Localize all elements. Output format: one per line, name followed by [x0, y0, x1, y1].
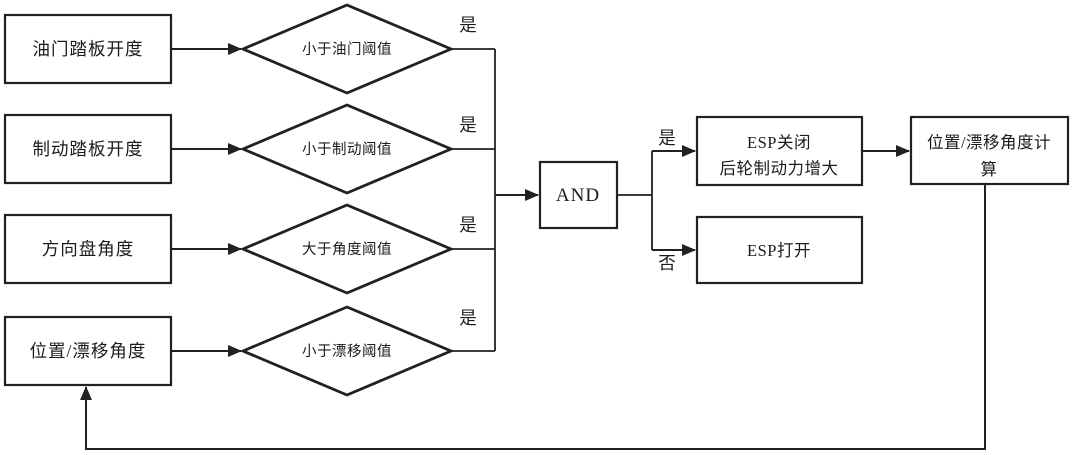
decision2-yes-label: 是: [459, 115, 477, 135]
decision-label-brake: 小于制动阈值: [302, 141, 392, 158]
decision-diamond-drift: [239, 305, 455, 397]
and-gate-label: AND: [556, 185, 600, 206]
decision-node-steering: 大于角度阈值 是: [239, 203, 477, 295]
connectors: [80, 43, 986, 450]
input-node-steering: 方向盘角度: [3, 213, 173, 285]
input-label-brake: 制动踏板开度: [33, 139, 144, 159]
input-node-throttle: 油门踏板开度: [3, 13, 173, 85]
and-gate-box: [538, 160, 619, 230]
and-no-label: 否: [658, 253, 676, 273]
decision-label-drift: 小于漂移阈值: [302, 343, 392, 360]
esp-on-node: ESP打开: [695, 215, 864, 285]
input-box-position: [3, 315, 173, 387]
decision-label-throttle: 小于油门阈值: [302, 41, 392, 58]
esp-on-box: [695, 215, 864, 285]
decision-diamond-steering: [239, 203, 455, 295]
decision-label-steering: 大于角度阈值: [302, 241, 392, 258]
esp-off-label-line2: 后轮制动力增大: [720, 159, 839, 178]
esp-on-label: ESP打开: [747, 241, 811, 260]
decision-node-throttle: 小于油门阈值 是: [239, 3, 477, 95]
edge-feedback-calc-to-input4: [80, 184, 986, 450]
input-node-brake: 制动踏板开度: [3, 113, 173, 185]
esp-off-box: [695, 115, 864, 187]
decision-node-brake: 小于制动阈值 是: [239, 103, 477, 195]
and-gate-node: AND 是 否: [538, 128, 676, 273]
position-calc-node: 位置/漂移角度计 算: [909, 115, 1070, 186]
esp-off-label-line1: ESP关闭: [747, 133, 811, 152]
decision-node-drift: 小于漂移阈值 是: [239, 305, 477, 397]
input-box-steering: [3, 213, 173, 285]
decision1-yes-label: 是: [459, 15, 477, 35]
input-label-position: 位置/漂移角度: [30, 341, 147, 361]
and-yes-label: 是: [658, 128, 676, 148]
input-node-position: 位置/漂移角度: [3, 315, 173, 387]
input-box-brake: [3, 113, 173, 185]
esp-off-node: ESP关闭 后轮制动力增大: [695, 115, 864, 187]
input-label-throttle: 油门踏板开度: [33, 39, 144, 59]
position-calc-label-line2: 算: [981, 160, 998, 179]
input-label-steering: 方向盘角度: [42, 239, 135, 259]
position-calc-label-line1: 位置/漂移角度计: [927, 133, 1051, 152]
decision4-yes-label: 是: [459, 308, 477, 328]
decision-diamond-throttle: [239, 3, 455, 95]
decision3-yes-label: 是: [459, 215, 477, 235]
position-calc-box: [909, 115, 1070, 186]
input-box-throttle: [3, 13, 173, 85]
decision-diamond-brake: [239, 103, 455, 195]
